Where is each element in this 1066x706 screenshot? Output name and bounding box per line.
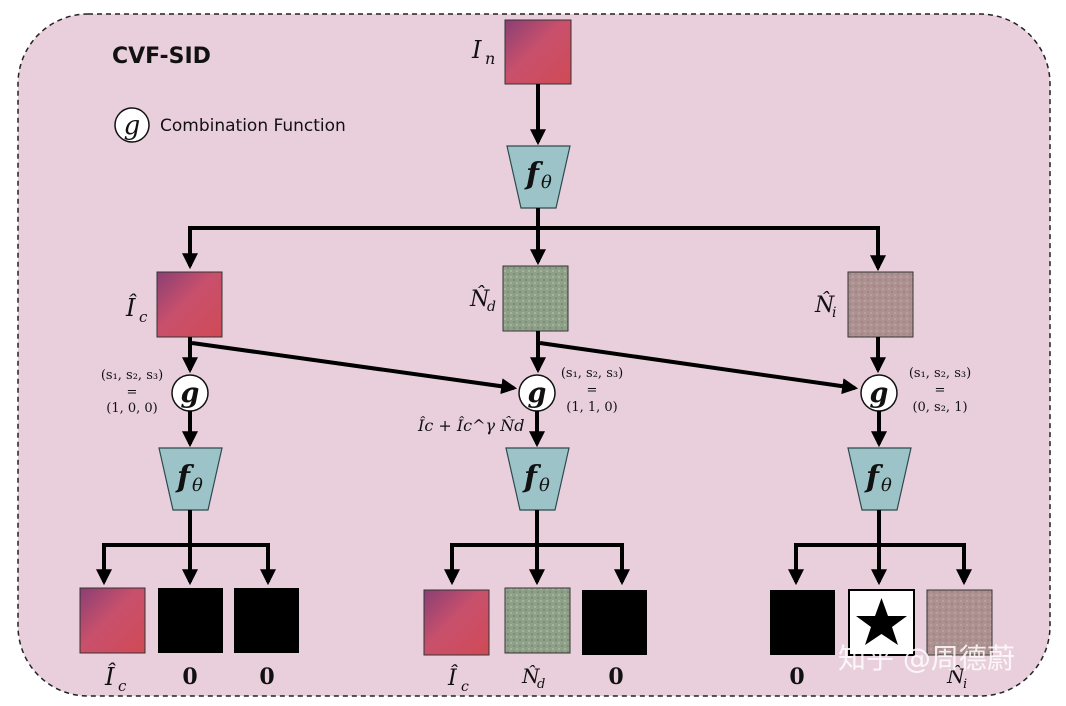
branch-noise-i-label: N̂ — [814, 292, 835, 318]
output-split-1 — [96, 510, 276, 586]
output-split-3 — [788, 510, 972, 586]
branch-noise-i-label-sub: i — [832, 305, 836, 321]
param-tuple-1: (s₁, s₂, s₃) — [101, 368, 163, 383]
network-1: f θ — [158, 447, 223, 511]
g2-input-formula: Îc + Îc^γ N̂d — [417, 415, 524, 435]
final-1-zero-image-b — [234, 588, 299, 653]
network-1-shape — [158, 447, 223, 511]
star-icon — [856, 598, 907, 645]
input-label: I — [471, 36, 482, 64]
final-3-label-c: N̂ — [946, 664, 966, 688]
final-1-label-c: 0 — [259, 664, 274, 690]
branch-clean-label-sub: c — [139, 308, 148, 326]
final-1-zero-image-a — [158, 588, 223, 653]
watermark: 知乎 @周德蔚 — [838, 642, 1015, 675]
branch-noise-i-image — [847, 271, 914, 338]
param-value-3: (0, s₂, 1) — [912, 400, 967, 415]
param-tuple-2: (s₁, s₂, s₃) — [561, 366, 623, 381]
g-node-2-symbol: g — [528, 378, 547, 409]
input-label-sub: n — [485, 49, 495, 68]
final-3-label-c-sub: i — [963, 677, 967, 692]
final-2-label-a-sub: c — [461, 679, 469, 695]
input-image — [504, 19, 572, 85]
final-2-label-c: 0 — [608, 664, 623, 690]
final-2-label-b: N̂ — [521, 664, 541, 688]
g-node-2: g — [518, 374, 556, 412]
network-top-shape — [506, 145, 571, 209]
param-eq-2: = — [587, 383, 598, 398]
final-2-label-b-sub: d — [537, 677, 545, 692]
final-2-label-a: Î — [447, 664, 458, 691]
branch-noise-d-label: N̂ — [469, 286, 490, 312]
network-1-sub: θ — [192, 475, 203, 496]
line-noise-d-to-g3-diagonal — [539, 341, 859, 395]
final-1-label-a: Î — [104, 662, 116, 691]
final-3-zero-image — [770, 590, 835, 655]
branch-clean-label: Î — [125, 293, 137, 322]
legend-symbol: g — [124, 111, 141, 141]
g-node-1-symbol: g — [181, 378, 200, 409]
network-3: f θ — [847, 447, 912, 511]
final-3-label-a: 0 — [789, 664, 804, 690]
network-3-shape — [847, 447, 912, 511]
param-value-1: (1, 0, 0) — [106, 401, 158, 416]
final-2-zero-image — [582, 590, 647, 655]
final-2-clean-image — [423, 589, 490, 656]
param-eq-3: = — [935, 383, 946, 398]
legend-text: Combination Function — [160, 116, 346, 136]
network-top: f θ — [506, 145, 571, 209]
network-top-sub: θ — [541, 172, 552, 193]
branch-noise-d-label-sub: d — [487, 299, 496, 315]
g-node-3-symbol: g — [870, 378, 889, 409]
branch-noise-d-image — [502, 265, 569, 332]
output-split-2 — [444, 510, 630, 586]
branch-clean-image — [156, 271, 223, 338]
legend: g Combination Function — [114, 107, 346, 143]
network-2-sub: θ — [539, 475, 550, 496]
final-1-label-b: 0 — [182, 664, 197, 690]
param-tuple-3: (s₁, s₂, s₃) — [909, 366, 971, 381]
g-node-1: g — [171, 374, 209, 412]
diagram-background — [17, 13, 1051, 697]
final-1-label-a-sub: c — [118, 677, 127, 695]
param-eq-1: = — [127, 385, 138, 400]
final-2-noise-d-image — [504, 587, 571, 654]
network-3-sub: θ — [881, 475, 892, 496]
param-value-2: (1, 1, 0) — [566, 400, 618, 415]
network-2: f θ — [505, 447, 570, 511]
final-3-noise-i-image — [926, 589, 993, 656]
diagram-title: CVF-SID — [112, 44, 211, 69]
g-node-3: g — [860, 374, 898, 412]
legend-g-icon — [114, 107, 150, 143]
network-2-shape — [505, 447, 570, 511]
line-clean-to-g2-diagonal — [191, 341, 518, 395]
final-3-star-image — [848, 589, 915, 656]
final-1-clean-image — [79, 587, 146, 654]
